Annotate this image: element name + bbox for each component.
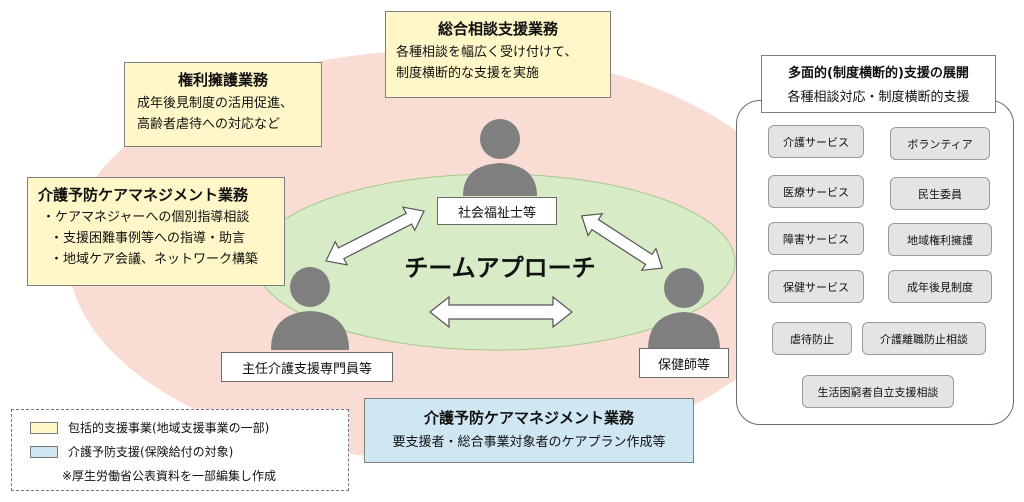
service-abuse-prevention: 虐待防止 bbox=[772, 322, 852, 355]
multi-support-header: 多面的(制度横断的)支援の展開 各種相談対応・制度横断的支援 bbox=[761, 55, 996, 113]
prevention-support-line-1: 要支援者・総合事業対象者のケアプラン作成等 bbox=[392, 435, 666, 450]
service-medical: 医療サービス bbox=[768, 175, 864, 208]
service-welfare-commissioner: 民生委員 bbox=[890, 177, 990, 210]
arrow-care-manager-nurse bbox=[429, 295, 573, 329]
general-consultation-box: 総合相談支援業務 各種相談を幅広く受け付けて、 制度横断的な支援を実施 bbox=[385, 11, 611, 98]
person-icon-care-manager bbox=[271, 267, 349, 350]
rights-advocacy-line-2: 高齢者虐待への対応など bbox=[137, 117, 281, 132]
legend bbox=[11, 409, 349, 491]
legend-label-comprehensive: 包括的支援事業(地域支援事業の一部) bbox=[68, 421, 270, 435]
social-worker-label: 社会福祉士等 bbox=[437, 197, 557, 225]
multi-support-title: 多面的(制度横断的)支援の展開 bbox=[788, 66, 969, 81]
multi-support-subtitle: 各種相談対応・制度横断的支援 bbox=[787, 90, 970, 105]
prevention-care-management-title: 介護予防ケアマネジメント業務 bbox=[38, 186, 249, 204]
prevention-care-management-line-2: ・支援困難事例等への指導・助言 bbox=[50, 231, 246, 246]
general-consultation-line-1: 各種相談を幅広く受け付けて、 bbox=[396, 45, 578, 60]
service-care: 介護サービス bbox=[768, 125, 864, 158]
prevention-care-management-line-3: ・地域ケア会議、ネットワーク構築 bbox=[50, 252, 259, 267]
rights-advocacy-title: 権利擁護業務 bbox=[177, 71, 268, 89]
legend-note: ※厚生労働省公表資料を一部編集し作成 bbox=[62, 469, 277, 483]
person-icon-social-worker bbox=[463, 119, 537, 196]
arrow-social-worker-nurse bbox=[580, 212, 664, 272]
legend-swatch-blue bbox=[30, 445, 58, 458]
service-volunteer: ボランティア bbox=[890, 127, 990, 160]
legend-item-comprehensive: 包括的支援事業(地域支援事業の一部) bbox=[30, 419, 269, 436]
general-consultation-title: 総合相談支援業務 bbox=[437, 20, 558, 38]
rights-advocacy-line-1: 成年後見制度の活用促進、 bbox=[137, 96, 294, 111]
service-livelihood-support: 生活困窮者自立支援相談 bbox=[802, 375, 954, 408]
arrow-care-manager-social-worker bbox=[325, 206, 425, 266]
prevention-care-management-line-1: ・ケアマネジャーへの個別指導相談 bbox=[42, 210, 250, 225]
service-health: 保健サービス bbox=[768, 270, 864, 303]
prevention-support-box: 介護予防ケアマネジメント業務 要支援者・総合事業対象者のケアプラン作成等 bbox=[364, 398, 694, 463]
general-consultation-line-2: 制度横断的な支援を実施 bbox=[396, 66, 540, 81]
care-manager-label: 主任介護支援専門員等 bbox=[221, 352, 393, 382]
service-care-leave-prevention: 介護離職防止相談 bbox=[862, 322, 986, 355]
public-health-nurse-label: 保健師等 bbox=[639, 348, 729, 378]
legend-item-prevention: 介護予防支援(保険給付の対象) bbox=[30, 443, 233, 460]
service-adult-guardianship: 成年後見制度 bbox=[888, 270, 992, 303]
team-approach-label: チームアプローチ bbox=[404, 254, 596, 282]
person-icon-nurse bbox=[648, 268, 720, 350]
prevention-support-title: 介護予防ケアマネジメント業務 bbox=[423, 409, 634, 427]
prevention-care-management-box: 介護予防ケアマネジメント業務 ・ケアマネジャーへの個別指導相談 ・支援困難事例等… bbox=[27, 177, 285, 286]
legend-label-prevention: 介護予防支援(保険給付の対象) bbox=[68, 445, 234, 459]
rights-advocacy-box: 権利擁護業務 成年後見制度の活用促進、 高齢者虐待への対応など bbox=[124, 62, 322, 147]
service-disability: 障害サービス bbox=[768, 222, 864, 255]
service-local-rights: 地域権利擁護 bbox=[888, 223, 992, 256]
legend-swatch-yellow bbox=[30, 421, 58, 434]
